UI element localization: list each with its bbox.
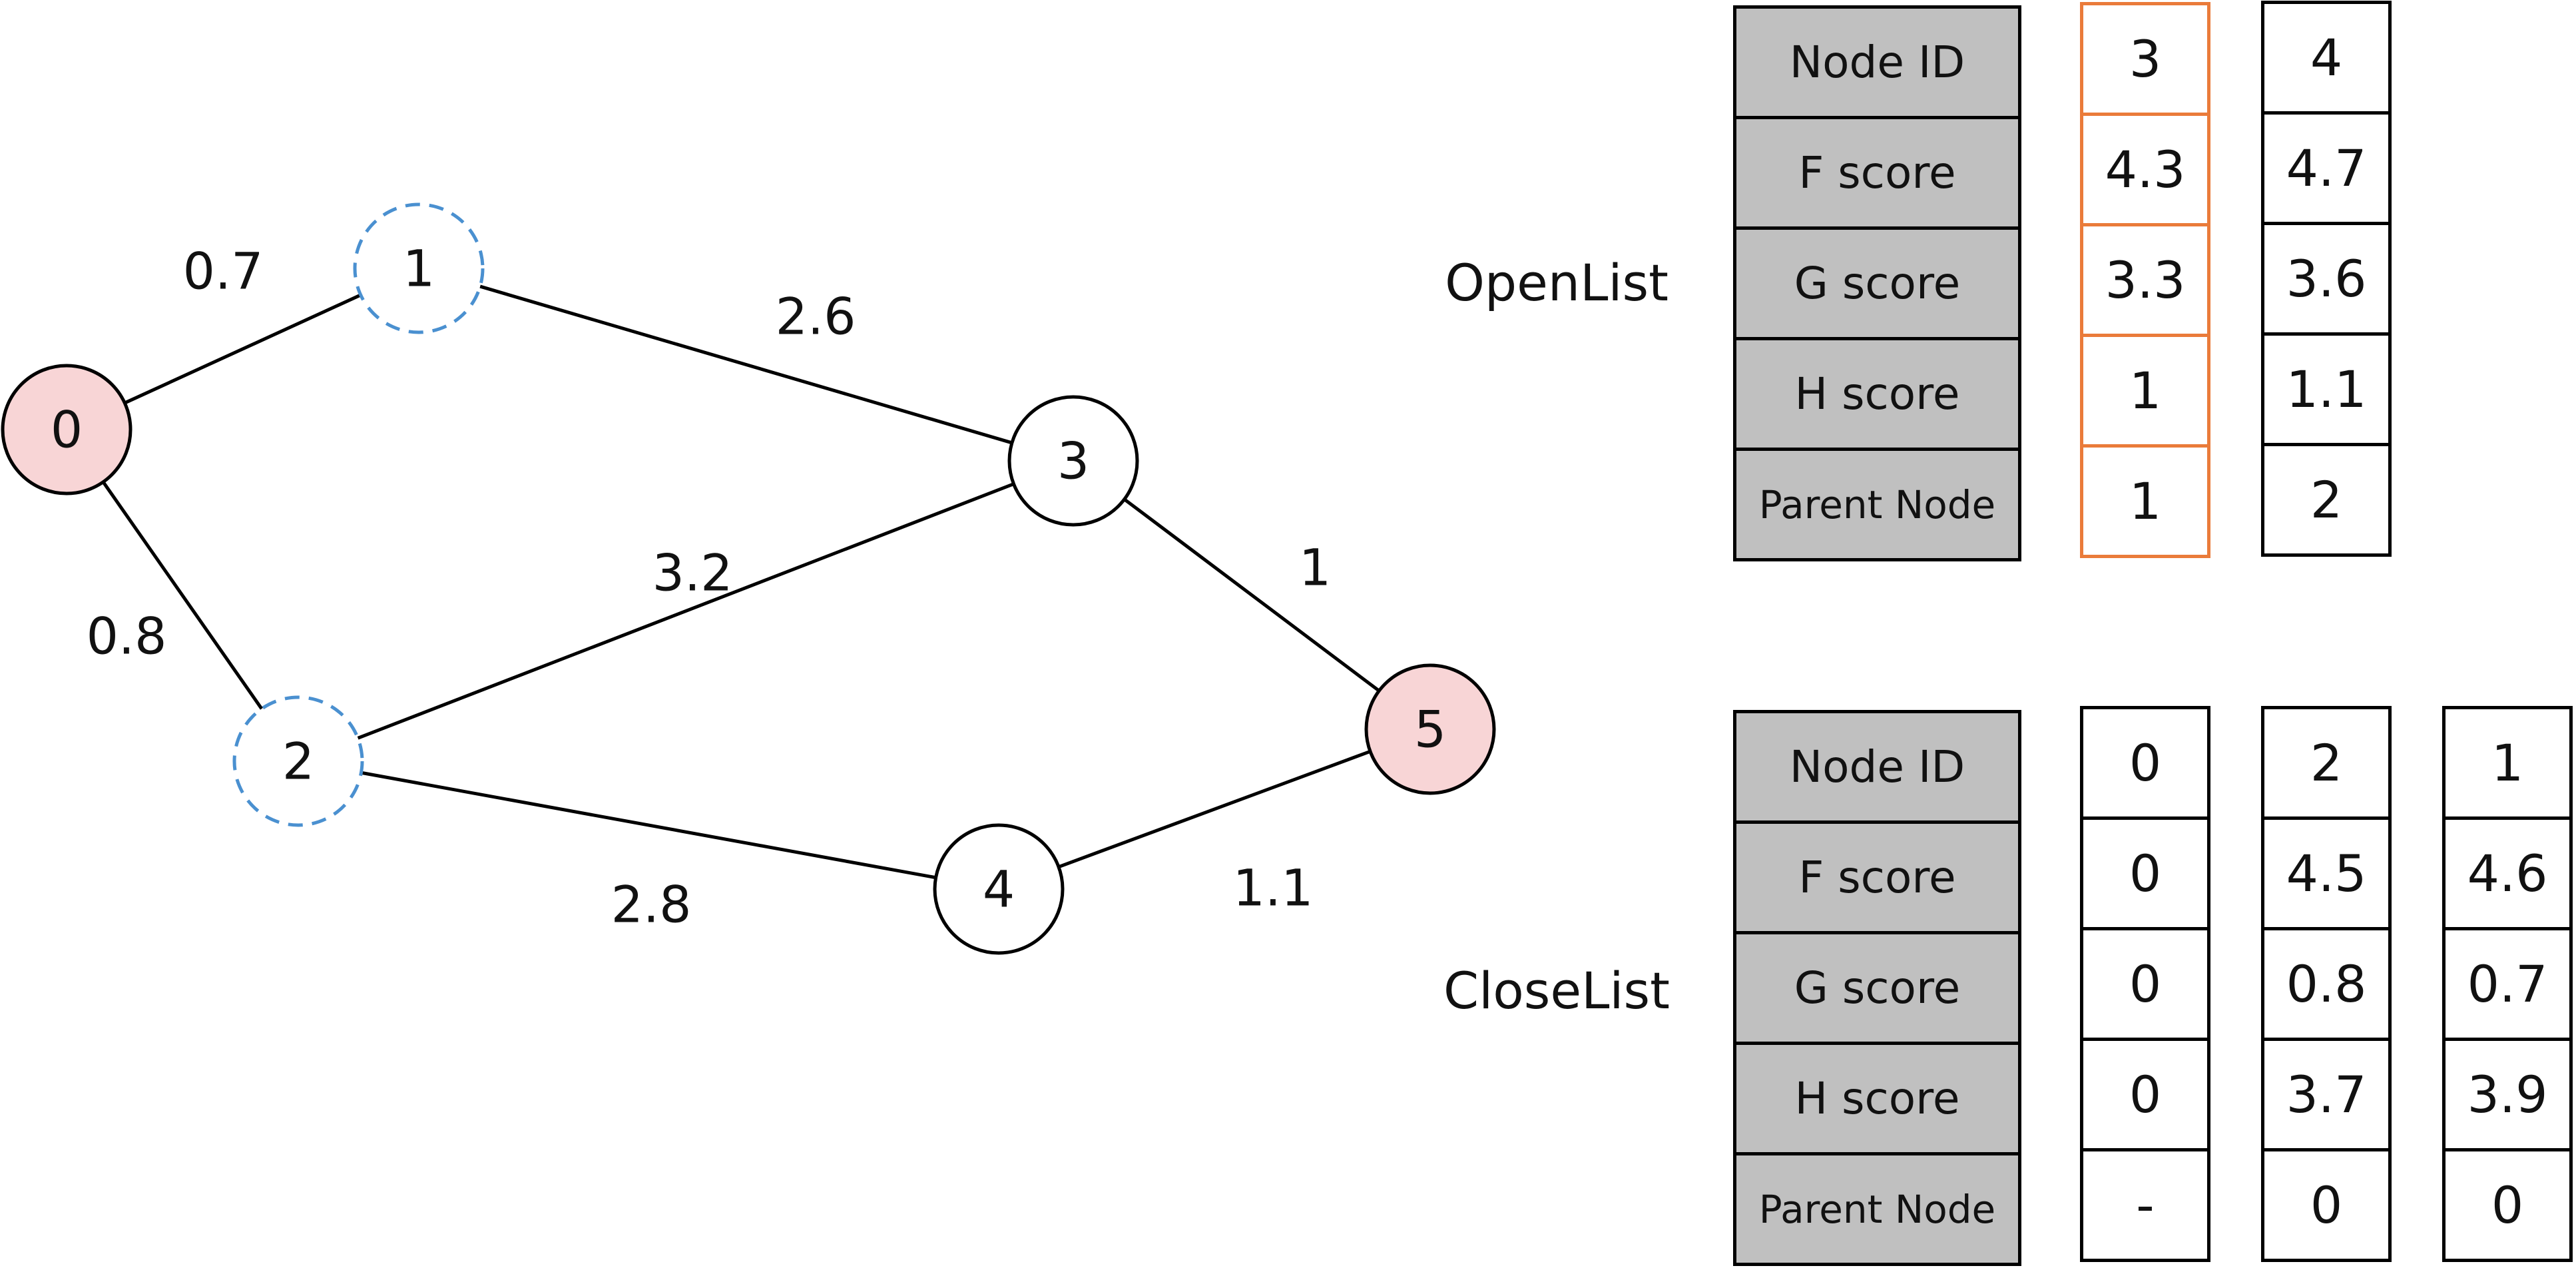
row-header-f-score: F score	[1733, 116, 2021, 230]
edge-weight-label: 0.8	[87, 607, 167, 666]
graph-node-3: 3	[1007, 395, 1139, 527]
cell-h-score: 1.1	[2261, 332, 2392, 446]
row-header-parent-node: Parent Node	[1733, 448, 2021, 561]
row-header-node-id: Node ID	[1733, 5, 2021, 119]
node-circle	[353, 202, 485, 334]
cell-h-score: 0	[2080, 1038, 2210, 1151]
edge-3-5	[1123, 497, 1380, 693]
edge-1-3	[479, 284, 1013, 445]
cell-h-score: 1	[2080, 334, 2210, 448]
edge-0-2	[101, 481, 264, 710]
edge-weight-label: 1	[1299, 538, 1331, 597]
open-list-entry-node-3: 3 4.3 3.3 1 1	[2080, 2, 2210, 558]
cell-node-id: 3	[2080, 2, 2210, 116]
nodes: 0 1 2 3 4 5	[1, 202, 1496, 955]
edges: 0.7 0.8 2.6 3.2 2.8 1 1.1	[87, 242, 1380, 934]
node-circle	[933, 823, 1065, 955]
node-circle	[1, 364, 132, 495]
cell-parent-node: 1	[2080, 444, 2210, 558]
edge-2-4	[360, 771, 937, 880]
node-label: 1	[403, 239, 435, 298]
close-list-entry-node-1: 1 4.6 0.7 3.9 0	[2442, 706, 2573, 1262]
node-circle	[232, 695, 364, 827]
cell-h-score: 3.7	[2261, 1038, 2392, 1151]
cell-g-score: 0.7	[2442, 927, 2573, 1041]
open-list-entry-node-4: 4 4.7 3.6 1.1 2	[2261, 1, 2392, 557]
node-label: 4	[983, 860, 1015, 919]
cell-parent-node: 2	[2261, 443, 2392, 557]
node-circle	[1007, 395, 1139, 527]
cell-f-score: 4.3	[2080, 113, 2210, 226]
graph-node-0: 0	[1, 364, 132, 495]
cell-f-score: 4.5	[2261, 816, 2392, 930]
edge-2-3	[357, 482, 1015, 740]
node-label: 0	[51, 400, 83, 460]
cell-g-score: 3.6	[2261, 222, 2392, 336]
edge-4-5	[1058, 749, 1371, 869]
cell-f-score: 0	[2080, 816, 2210, 930]
row-header-h-score: H score	[1733, 337, 2021, 451]
edge-weight-label: 3.2	[652, 543, 733, 603]
cell-g-score: 0	[2080, 927, 2210, 1041]
cell-node-id: 1	[2442, 706, 2573, 820]
close-list-row-headers: Node ID F score G score H score Parent N…	[1733, 710, 2021, 1266]
node-label: 3	[1057, 432, 1089, 491]
graph-node-2: 2	[232, 695, 364, 827]
open-list-row-headers: Node ID F score G score H score Parent N…	[1733, 5, 2021, 561]
row-header-f-score: F score	[1733, 820, 2021, 934]
cell-parent-node: 0	[2261, 1148, 2392, 1262]
node-circle	[1364, 663, 1496, 795]
open-list-label: OpenList	[1445, 253, 1669, 312]
cell-h-score: 3.9	[2442, 1038, 2573, 1151]
close-list-entry-node-2: 2 4.5 0.8 3.7 0	[2261, 706, 2392, 1262]
close-list-label: CloseList	[1443, 961, 1670, 1020]
row-header-g-score: G score	[1733, 931, 2021, 1045]
node-label: 5	[1414, 700, 1446, 759]
graph-node-4: 4	[933, 823, 1065, 955]
cell-parent-node: -	[2080, 1148, 2210, 1262]
cell-g-score: 0.8	[2261, 927, 2392, 1041]
cell-node-id: 4	[2261, 1, 2392, 115]
node-label: 2	[282, 732, 314, 791]
close-list-entry-node-0: 0 0 0 0 -	[2080, 706, 2210, 1262]
row-header-parent-node: Parent Node	[1733, 1152, 2021, 1266]
row-header-node-id: Node ID	[1733, 710, 2021, 824]
cell-f-score: 4.6	[2442, 816, 2573, 930]
edge-weight-label: 0.7	[183, 242, 264, 301]
cell-node-id: 0	[2080, 706, 2210, 820]
cell-node-id: 2	[2261, 706, 2392, 820]
cell-parent-node: 0	[2442, 1148, 2573, 1262]
edge-weight-label: 2.8	[611, 875, 692, 934]
row-header-g-score: G score	[1733, 226, 2021, 340]
row-header-h-score: H score	[1733, 1042, 2021, 1155]
graph: 0.7 0.8 2.6 3.2 2.8 1 1.1 0 1 2 3 4 5	[1, 202, 1496, 955]
cell-g-score: 3.3	[2080, 223, 2210, 337]
graph-node-5: 5	[1364, 663, 1496, 795]
edge-weight-label: 1.1	[1233, 858, 1314, 918]
graph-node-1: 1	[353, 202, 485, 334]
cell-f-score: 4.7	[2261, 111, 2392, 225]
edge-weight-label: 2.6	[776, 287, 856, 346]
edge-0-1	[124, 293, 362, 405]
